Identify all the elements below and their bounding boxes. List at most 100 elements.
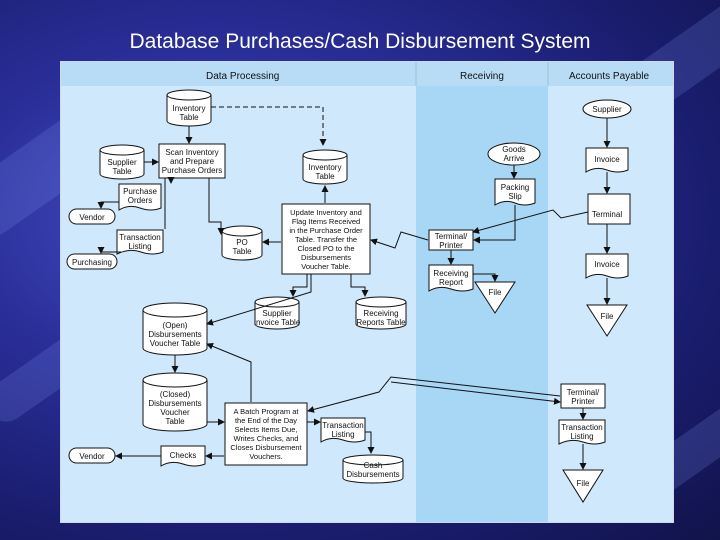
svg-text:Checks: Checks xyxy=(170,451,197,460)
terminal-printer-receiving: Terminal/ Printer xyxy=(428,229,474,251)
purchasing-terminal: Purchasing xyxy=(66,253,118,270)
svg-text:Disbursements: Disbursements xyxy=(148,330,201,339)
svg-text:Vendor: Vendor xyxy=(79,452,105,461)
svg-text:Orders: Orders xyxy=(128,196,152,205)
column-header-data-processing: Data Processing xyxy=(206,71,279,82)
svg-text:Transaction: Transaction xyxy=(322,421,364,430)
vendor-terminal-top: Vendor xyxy=(68,208,116,225)
svg-text:Voucher Table: Voucher Table xyxy=(150,339,201,348)
scan-inventory-process: Scan Inventory and Prepare Purchase Orde… xyxy=(158,143,226,179)
ap-invoice-2-document: Invoice xyxy=(585,253,629,279)
closed-vouchers-table: (Closed) Disbursements Voucher Table xyxy=(142,372,208,432)
svg-text:File: File xyxy=(601,312,614,321)
lane-header-bar xyxy=(61,62,673,86)
svg-text:Table: Table xyxy=(179,113,199,122)
svg-text:Table: Table xyxy=(112,167,132,176)
svg-text:PO: PO xyxy=(236,238,248,247)
svg-text:Purchasing: Purchasing xyxy=(72,258,112,267)
svg-text:Terminal/: Terminal/ xyxy=(567,388,600,397)
svg-text:Transaction: Transaction xyxy=(119,233,161,242)
transaction-listing-left-document: Transaction Listing xyxy=(116,229,164,255)
ap-transaction-listing-document: Transaction Listing xyxy=(558,419,606,445)
svg-text:Supplier: Supplier xyxy=(262,309,292,318)
svg-text:the End of the Day: the End of the Day xyxy=(235,416,297,425)
svg-text:Inventory: Inventory xyxy=(173,104,206,113)
svg-text:Receiving: Receiving xyxy=(363,309,398,318)
svg-text:Voucher Table.: Voucher Table. xyxy=(301,262,350,271)
ap-terminal-printer: Terminal/ Printer xyxy=(560,383,606,409)
svg-text:Arrive: Arrive xyxy=(504,154,525,163)
svg-text:Terminal/: Terminal/ xyxy=(435,232,468,241)
svg-text:Table: Table xyxy=(165,417,185,426)
svg-text:Cash: Cash xyxy=(364,461,383,470)
transaction-listing-mid-document: Transaction Listing xyxy=(320,417,366,443)
svg-text:A Batch Program at: A Batch Program at xyxy=(233,407,299,416)
svg-text:Disbursements: Disbursements xyxy=(148,399,201,408)
open-vouchers-table: (Open) Disbursements Voucher Table xyxy=(142,302,208,356)
svg-text:in the Purchase Order: in the Purchase Order xyxy=(289,226,363,235)
svg-text:Purchase Orders: Purchase Orders xyxy=(162,166,222,175)
ap-file-1: File xyxy=(586,304,628,337)
svg-text:Invoice: Invoice xyxy=(594,260,620,269)
svg-text:Closes Disbursement: Closes Disbursement xyxy=(230,443,302,452)
flowchart-frame: Data Processing Receiving Accounts Payab… xyxy=(60,61,674,523)
packing-slip-document: Packing Slip xyxy=(494,178,536,206)
svg-text:Selects Items Due,: Selects Items Due, xyxy=(235,425,298,434)
ap-terminal: Terminal xyxy=(587,193,631,225)
svg-text:Report: Report xyxy=(439,278,464,287)
lane-accounts-payable xyxy=(548,62,673,522)
svg-text:Packing: Packing xyxy=(501,183,529,192)
column-header-accounts-payable: Accounts Payable xyxy=(569,71,649,82)
purchase-orders-document: Purchase Orders xyxy=(118,183,162,211)
update-inventory-process: Update Inventory and Flag Items Received… xyxy=(281,203,371,275)
file-receiving: File xyxy=(474,281,516,314)
svg-text:Table. Transfer the: Table. Transfer the xyxy=(295,235,357,244)
svg-text:(Closed): (Closed) xyxy=(160,390,191,399)
svg-text:Disbursements: Disbursements xyxy=(301,253,351,262)
svg-text:Purchase: Purchase xyxy=(123,187,157,196)
svg-text:Vendor: Vendor xyxy=(79,213,105,222)
svg-text:Terminal: Terminal xyxy=(592,210,622,219)
svg-text:and Prepare: and Prepare xyxy=(170,157,215,166)
svg-text:Printer: Printer xyxy=(439,241,463,250)
svg-text:Listing: Listing xyxy=(331,430,354,439)
svg-text:Listing: Listing xyxy=(570,432,593,441)
svg-text:File: File xyxy=(577,479,590,488)
flow-connectors xyxy=(97,106,611,470)
ap-invoice-1-document: Invoice xyxy=(585,147,629,173)
svg-text:Goods: Goods xyxy=(502,145,526,154)
svg-text:Table: Table xyxy=(232,247,252,256)
checks-document: Checks xyxy=(160,445,206,467)
column-header-receiving: Receiving xyxy=(460,71,504,82)
svg-text:Slip: Slip xyxy=(508,192,522,201)
svg-text:(Open): (Open) xyxy=(163,321,188,330)
cash-disbursements-table: Cash Disbursements xyxy=(342,454,404,484)
svg-text:Invoice: Invoice xyxy=(594,155,620,164)
svg-text:Disbursements: Disbursements xyxy=(346,470,399,479)
svg-text:Printer: Printer xyxy=(571,397,595,406)
svg-text:Vouchers.: Vouchers. xyxy=(249,452,282,461)
vendor-terminal-bottom: Vendor xyxy=(68,447,116,464)
svg-text:Flag Items Received: Flag Items Received xyxy=(292,217,360,226)
svg-text:Reports Table: Reports Table xyxy=(356,318,406,327)
svg-text:Scan Inventory: Scan Inventory xyxy=(165,148,218,157)
flowchart: Data Processing Receiving Accounts Payab… xyxy=(61,62,673,522)
supplier-invoice-table: Supplier Invoice Table xyxy=(254,296,301,330)
svg-text:Voucher: Voucher xyxy=(160,408,190,417)
receiving-report-document: Receiving Report xyxy=(428,264,474,292)
goods-arrive-terminal: Goods Arrive xyxy=(487,142,541,166)
ap-supplier-terminal: Supplier xyxy=(582,99,632,119)
svg-text:Inventory: Inventory xyxy=(309,163,342,172)
svg-text:File: File xyxy=(489,288,502,297)
svg-text:Table: Table xyxy=(315,172,335,181)
inventory-table-top: Inventory Table xyxy=(166,89,212,127)
svg-text:Writes Checks, and: Writes Checks, and xyxy=(234,434,299,443)
inventory-table-mid: Inventory Table xyxy=(302,149,348,185)
po-table: PO Table xyxy=(221,225,263,261)
svg-text:Supplier: Supplier xyxy=(592,105,622,114)
svg-text:Supplier: Supplier xyxy=(107,158,137,167)
svg-text:Closed PO to the: Closed PO to the xyxy=(297,244,354,253)
svg-text:Transaction: Transaction xyxy=(561,423,603,432)
svg-text:Invoice Table: Invoice Table xyxy=(254,318,301,327)
batch-program-process: A Batch Program at the End of the Day Se… xyxy=(224,402,308,466)
